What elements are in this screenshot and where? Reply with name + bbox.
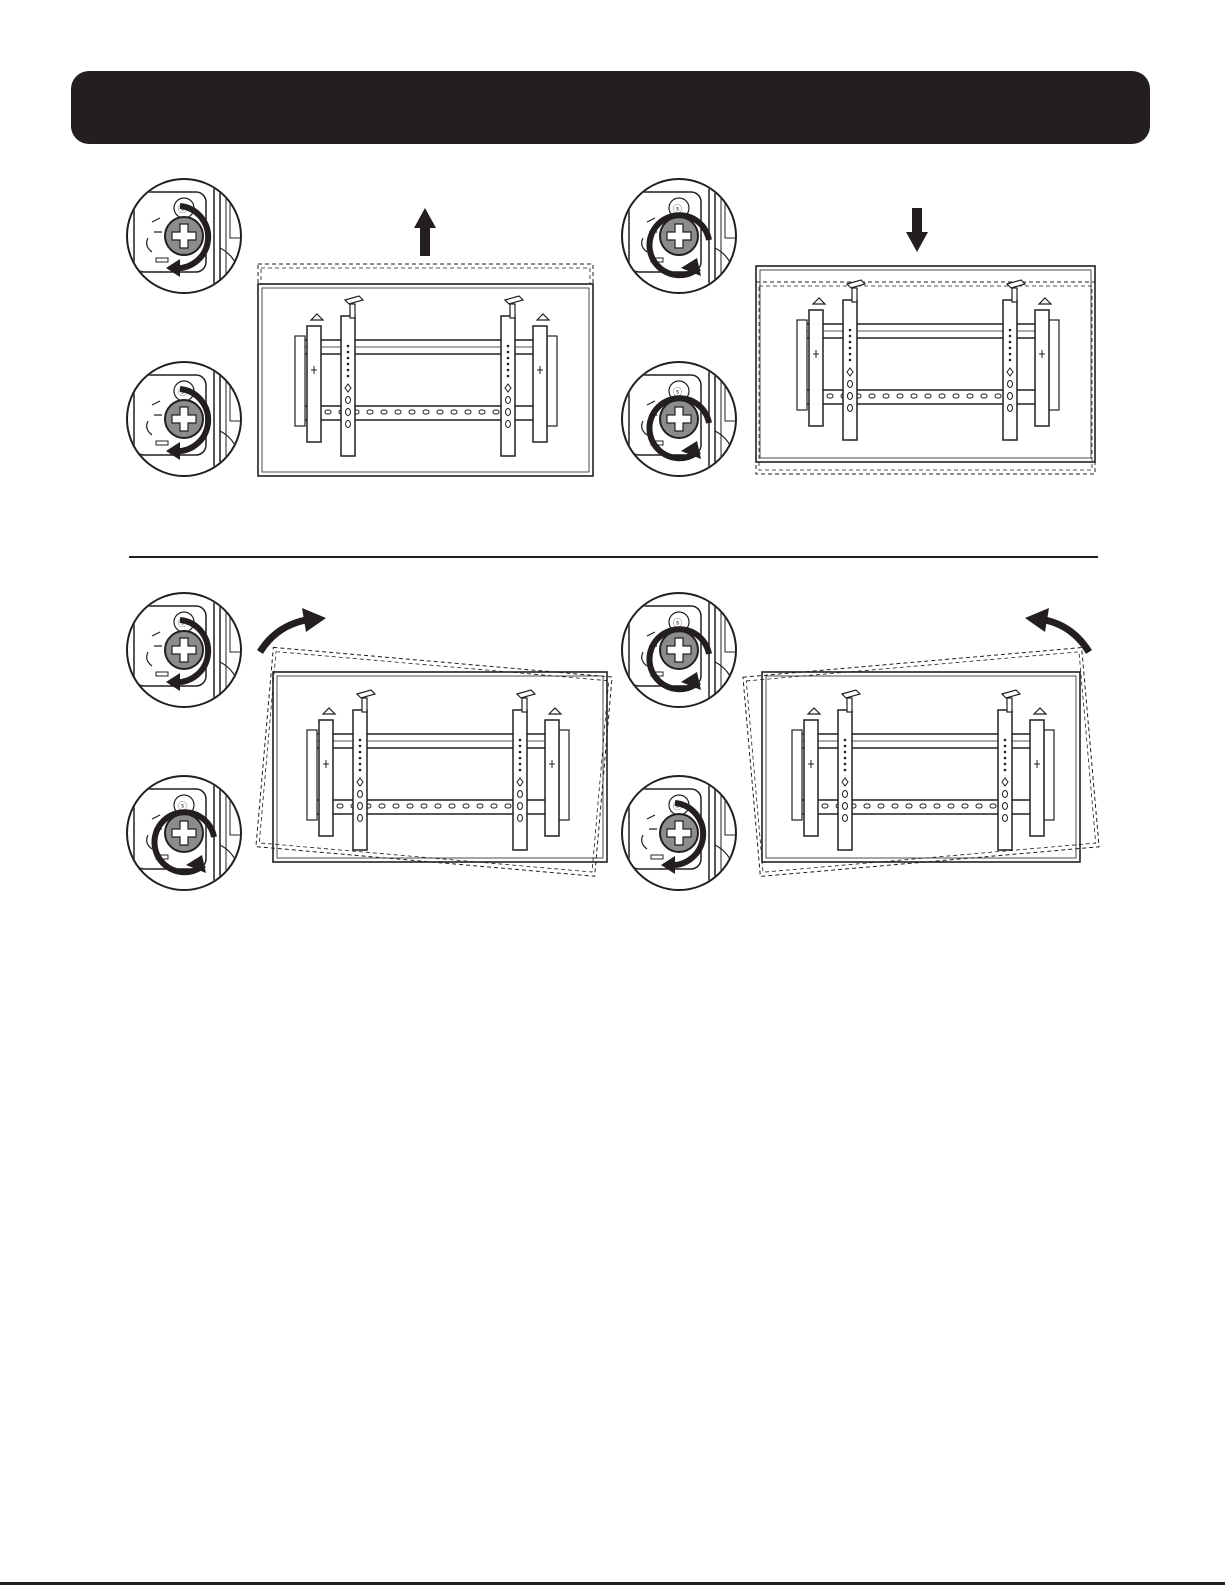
adjustment-knob-icon <box>127 775 244 891</box>
panel-tilt-left <box>621 592 1101 897</box>
panel-raise-display <box>126 178 606 483</box>
adjustment-knob-icon <box>622 775 739 891</box>
arrow-up-icon <box>414 208 436 256</box>
panel-tilt-right <box>126 592 606 897</box>
panel-lower-display <box>621 178 1101 483</box>
section-divider <box>129 556 1098 558</box>
panel-tilt-left-drawing <box>621 592 1101 897</box>
adjustment-knob-icon <box>622 361 739 477</box>
curved-arrow-counterclockwise-icon <box>1025 608 1089 652</box>
arrow-down-icon <box>906 208 928 252</box>
panel-tilt-right-drawing <box>126 592 606 897</box>
adjustment-knob-icon <box>127 361 244 477</box>
section-header-bar <box>71 71 1150 144</box>
wall-mount-bracket-icon <box>307 690 569 850</box>
wall-mount-bracket-icon <box>792 690 1054 850</box>
adjustment-knob-icon <box>622 592 739 708</box>
panel-raise-display-drawing <box>126 178 606 483</box>
adjustment-knob-icon <box>127 592 244 708</box>
adjustment-knob-icon <box>127 178 244 294</box>
curved-arrow-clockwise-icon <box>260 608 326 652</box>
adjustment-knob-icon <box>622 178 739 294</box>
panel-lower-display-drawing <box>621 178 1101 483</box>
